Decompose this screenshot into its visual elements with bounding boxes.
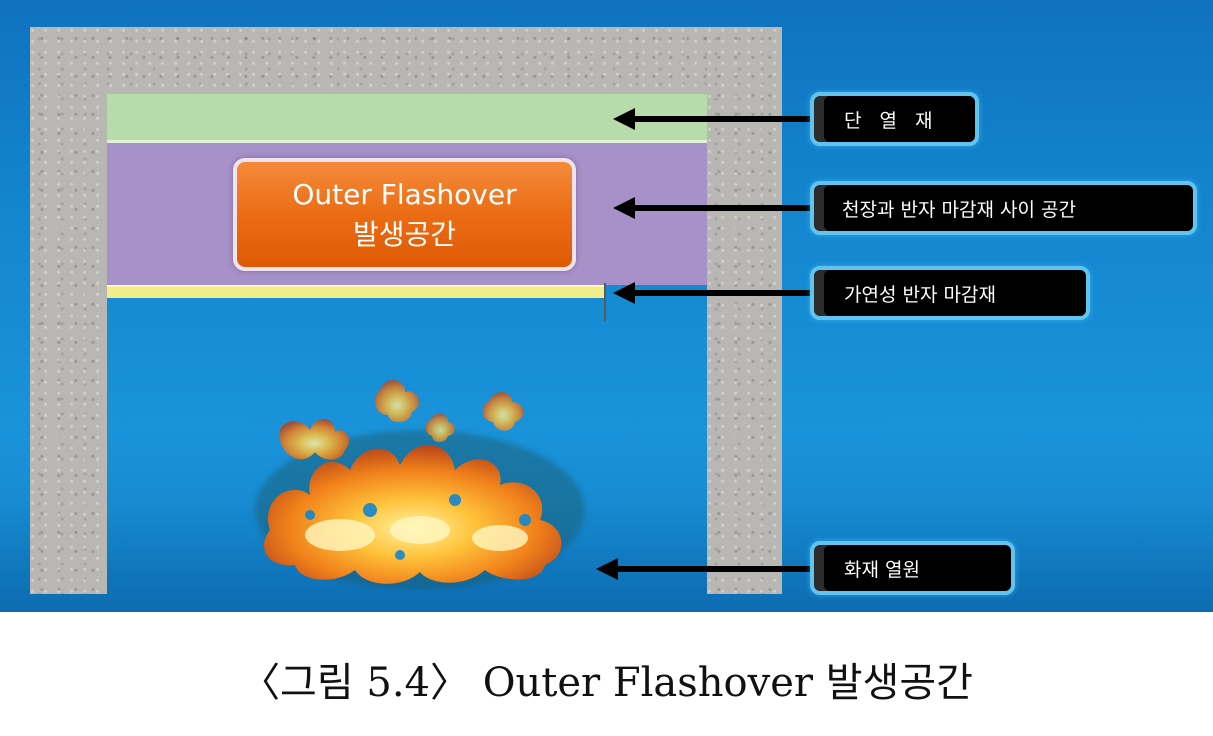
concrete-wall-left: [30, 27, 107, 594]
fire-icon: [255, 380, 585, 590]
arrow-left-icon: [613, 282, 813, 304]
arrow-left-icon: [613, 197, 813, 219]
arrow-left-icon: [613, 108, 813, 130]
insulation-edge: [107, 140, 707, 143]
flash-label-line1: Outer Flashover: [292, 177, 517, 211]
figure-caption: 〈그림 5.4〉 Outer Flashover 발생공간: [240, 660, 973, 706]
finish-edge-marker: [604, 283, 606, 321]
arrow-left-icon: [596, 558, 813, 580]
outer-flashover-label: Outer Flashover 발생공간: [233, 158, 576, 271]
callout-insulation: 단 열 재: [810, 92, 979, 146]
flash-label-line2: 발생공간: [352, 217, 457, 251]
concrete-slab-top: [30, 27, 782, 94]
callout-ceiling-void: 천장과 반자 마감재 사이 공간: [810, 181, 1197, 235]
floor-glow: [0, 502, 1213, 612]
callout-fire-source: 화재 열원: [810, 541, 1015, 595]
insulation-layer: [107, 94, 707, 143]
diagram-figure: Outer Flashover 발생공간: [0, 0, 1213, 612]
concrete-wall-right: [707, 27, 782, 594]
combustible-ceiling-finish: [107, 285, 605, 298]
callout-combustible-finish: 가연성 반자 마감재: [810, 266, 1090, 320]
